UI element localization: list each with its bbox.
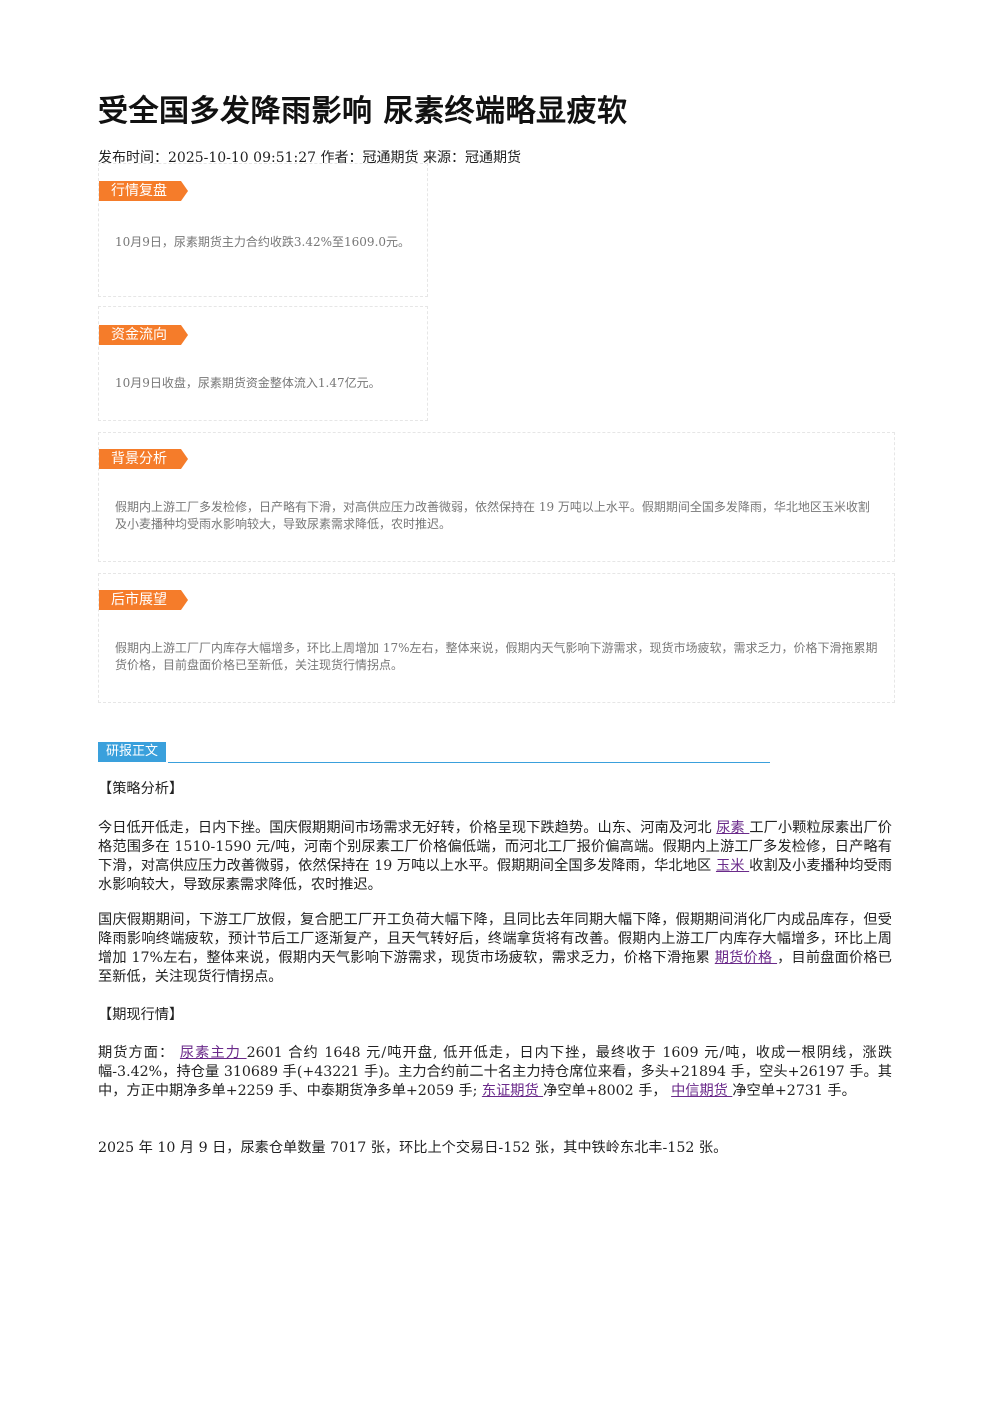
article-title: 受全国多发降雨影响 尿素终端略显疲软	[98, 94, 628, 129]
p3-text-b: 2601 合约 1648 元/吨开盘, 低开低走，日内下挫，最终收于 1609 …	[98, 1045, 893, 1099]
background-text: 假期内上游工厂多发检修，日产略有下滑，对高供应压力改善微弱，依然保持在 19 万…	[115, 500, 870, 531]
corn-link[interactable]: 玉米	[715, 858, 750, 874]
report-section-header: 研报正文	[98, 742, 770, 764]
outlook-tag: 后市展望	[99, 590, 188, 610]
fund-flow-card: 资金流向 10月9日收盘，尿素期货资金整体流入1.47亿元。	[98, 306, 428, 421]
futures-price-link[interactable]: 期货价格	[714, 950, 778, 966]
market-review-card: 行情复盘 10月9日，尿素期货主力合约收跌3.42%至1609.0元。	[98, 163, 428, 297]
report-section-label: 研报正文	[98, 742, 167, 762]
outlook-card: 后市展望 假期内上游工厂厂内库存大幅增多，环比上周增加 17%左右，整体来说，假…	[98, 573, 895, 703]
p2-text-a: 国庆假期期间，下游工厂放假，复合肥工厂开工负荷大幅下降，且同比去年同期大幅下降，…	[98, 912, 892, 966]
background-tag: 背景分析	[99, 449, 188, 469]
fund-flow-text: 10月9日收盘，尿素期货资金整体流入1.47亿元。	[115, 376, 381, 390]
citic-futures-link[interactable]: 中信期货	[671, 1083, 733, 1099]
spot-heading: 【期现行情】	[98, 1007, 184, 1023]
p3-text-d: 净空单+2731 手。	[732, 1083, 856, 1099]
p2-text-b: ，目前盘面价格已至新低，关注现货行情拐点。	[98, 950, 892, 985]
p1-text-a: 今日低开低走，日内下挫。国庆假期期间市场需求无好转，价格呈现下跌趋势。山东、河南…	[98, 820, 717, 836]
urea-main-contract-link[interactable]: 尿素主力	[179, 1045, 247, 1061]
spot-paragraph-2: 2025 年 10 月 9 日，尿素仓单数量 7017 张，环比上个交易日-15…	[98, 1140, 728, 1156]
strategy-heading: 【策略分析】	[98, 781, 184, 797]
market-review-tag: 行情复盘	[99, 181, 188, 201]
article-meta: 发布时间：2025-10-10 09:51:27 作者：冠通期货 来源：冠通期货	[98, 150, 521, 166]
fund-flow-tag: 资金流向	[99, 325, 188, 345]
strategy-paragraph-2: 国庆假期期间，下游工厂放假，复合肥工厂开工负荷大幅下降，且同比去年同期大幅下降，…	[98, 911, 892, 987]
urea-link[interactable]: 尿素	[716, 820, 750, 836]
outlook-text: 假期内上游工厂厂内库存大幅增多，环比上周增加 17%左右，整体来说，假期内天气影…	[115, 641, 878, 672]
p1-text-b: 工厂小颗粒尿素出厂价格范围多在 1510-1590 元/吨，河南个别尿素工厂价格…	[98, 820, 892, 874]
p3-text-c: 净空单+8002 手，	[543, 1083, 672, 1099]
dongzheng-futures-link[interactable]: 东证期货	[481, 1083, 544, 1099]
p1-text-c: 收割及小麦播种均受雨水影响较大，导致尿素需求降低，农时推迟。	[98, 858, 892, 893]
market-review-text: 10月9日，尿素期货主力合约收跌3.42%至1609.0元。	[115, 235, 411, 249]
section-divider	[168, 762, 770, 763]
spot-paragraph-1: 期货方面： 尿素主力 2601 合约 1648 元/吨开盘, 低开低走，日内下挫…	[98, 1044, 892, 1101]
background-card: 背景分析 假期内上游工厂多发检修，日产略有下滑，对高供应压力改善微弱，依然保持在…	[98, 432, 895, 562]
strategy-paragraph-1: 今日低开低走，日内下挫。国庆假期期间市场需求无好转，价格呈现下跌趋势。山东、河南…	[98, 819, 892, 895]
p3-text-a: 期货方面：	[98, 1045, 180, 1061]
